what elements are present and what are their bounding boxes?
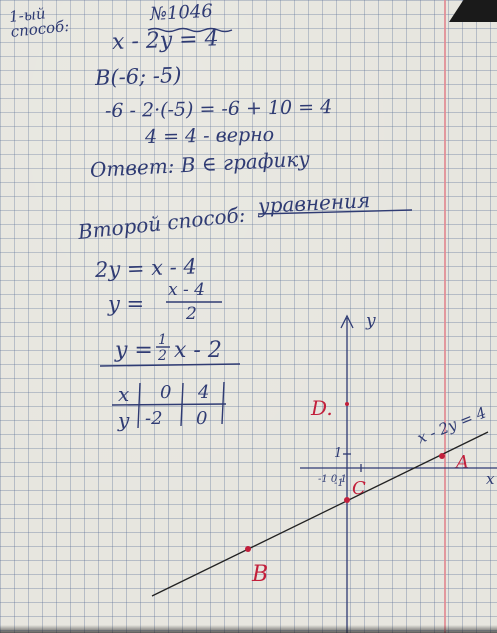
problem-number-underline	[147, 27, 233, 33]
table-vline-2	[180, 382, 184, 427]
point-c-marker	[344, 497, 350, 503]
step3-fraction-num: 1	[158, 332, 167, 348]
step2-numerator: x - 4	[168, 280, 205, 300]
photo-bottom-shadow	[0, 625, 497, 633]
table-y-val-2: 0	[196, 408, 208, 429]
table-y-header: y	[118, 408, 130, 432]
table-vline-1	[137, 382, 141, 429]
table-x-val-1: 0	[160, 382, 172, 403]
table-y-val-1: -2	[145, 408, 163, 429]
table-x-val-2: 4	[198, 382, 210, 403]
step3-underline	[99, 363, 241, 367]
step3-lhs: y =	[115, 338, 153, 363]
axis-y-label: y	[366, 311, 376, 331]
answer-underline	[257, 209, 413, 215]
margin-line	[444, 0, 446, 633]
origin-labels: -1 0 1	[318, 474, 347, 485]
y-axis-arrow	[340, 314, 354, 329]
table-x-header: x	[118, 382, 130, 406]
tick-one-y: 1	[334, 446, 343, 461]
step3-fraction-den: 2	[158, 348, 167, 364]
point-b-marker	[245, 546, 251, 552]
table-vline-3	[221, 381, 225, 425]
table-hline	[111, 403, 227, 406]
point-a-marker	[439, 453, 445, 459]
point-d-label: D.	[311, 396, 333, 420]
step3-rhs: x - 2	[174, 338, 222, 363]
step2-denominator: 2	[186, 304, 197, 324]
graph-line	[151, 431, 489, 597]
background-corner	[449, 0, 497, 22]
step2-lhs: y =	[108, 292, 145, 316]
tick-minus-one-y: -1	[334, 478, 344, 489]
point-b-label: B	[252, 562, 269, 587]
point-d-marker	[345, 402, 349, 406]
axis-x-label: x	[486, 470, 495, 488]
